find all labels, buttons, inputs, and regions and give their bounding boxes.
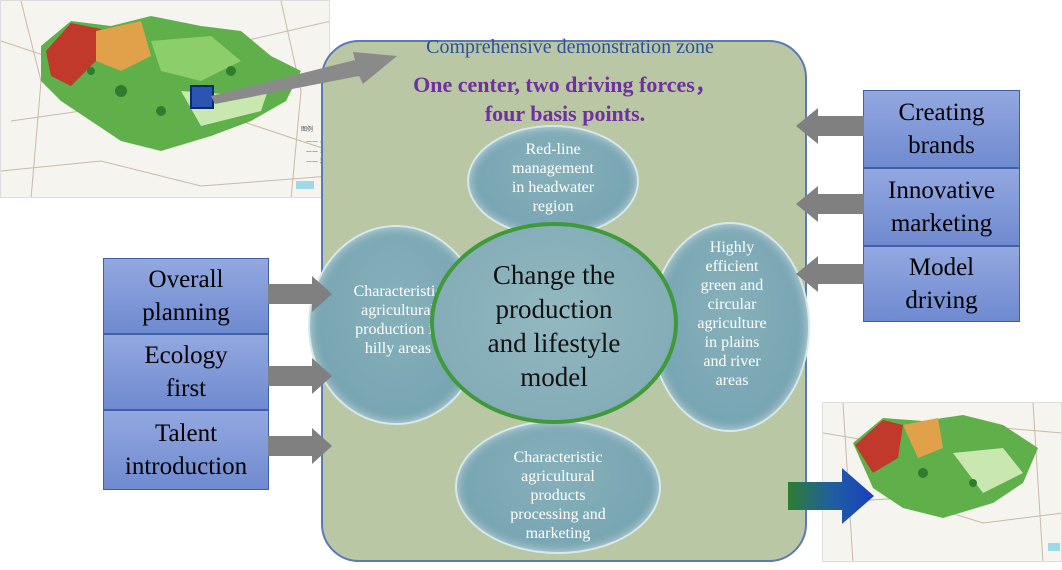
arrow-innovative-marketing — [796, 186, 864, 222]
arrow-to-result-map — [788, 468, 874, 524]
arrow-ecology-first — [268, 358, 332, 394]
svg-text:—— 河流: —— 河流 — [306, 157, 330, 165]
map-pointer-arrow — [211, 52, 397, 104]
region-map-bottom-right — [822, 402, 1062, 562]
arrow-talent-introduction — [268, 428, 332, 464]
zone-subtitle: One center, two driving forces， four bas… — [330, 70, 800, 128]
zone-subtitle-line2: four basis points. — [484, 101, 646, 126]
zone-title: Comprehensive demonstration zone — [426, 36, 714, 58]
arrow-model-driving — [796, 256, 864, 292]
svg-text:—— 县界: —— 县界 — [306, 138, 330, 145]
bubble-processing-marketing — [455, 420, 661, 554]
svg-text:—— 乡界: —— 乡界 — [306, 148, 330, 155]
arrow-overall-planning — [268, 276, 332, 312]
arrow-creating-brands — [796, 108, 864, 144]
center-ellipse — [430, 222, 678, 424]
region-map-top-left: 图例 —— 县界 —— 乡界 —— 河流 — [0, 0, 330, 198]
svg-text:图例: 图例 — [301, 125, 313, 133]
bubble-headwater — [467, 125, 639, 237]
zone-subtitle-line1: One center, two driving forces， — [413, 72, 717, 97]
